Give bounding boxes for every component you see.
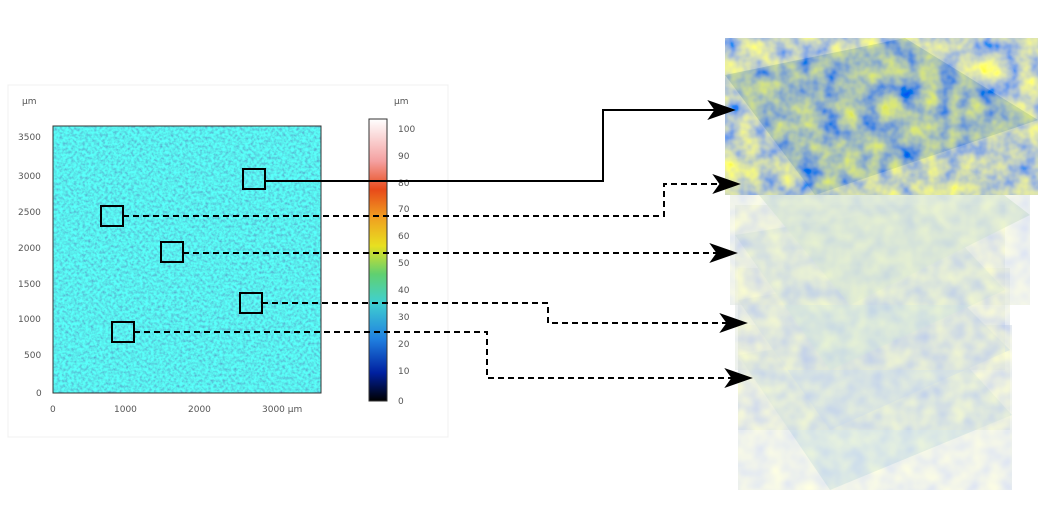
region-1 [242, 168, 266, 190]
colorbar-tick: 80 [398, 179, 410, 189]
colorbar-tick: 70 [398, 205, 410, 215]
colorbar-tick: 10 [398, 367, 410, 377]
connector-4 [262, 302, 748, 333]
colorbar-tick: 30 [398, 313, 410, 323]
map-y-axis: 3500 3000 2500 2000 1500 1000 500 0 [18, 133, 42, 399]
y-tick-label: 3500 [18, 133, 41, 143]
map-x-axis: 0 1000 2000 3000 µm [50, 405, 302, 415]
colorbar-tick: 90 [398, 152, 410, 162]
x-tick-label: 1000 [114, 405, 137, 415]
x-tick-label: 0 [50, 405, 56, 415]
colorbar: µm 100 90 80 70 60 50 40 30 20 10 0 [368, 97, 415, 407]
y-tick-label: 500 [24, 351, 41, 361]
layer-1 [725, 38, 1038, 195]
colorbar-unit: µm [394, 97, 409, 107]
colorbar-tick: 50 [398, 259, 410, 269]
x-tick-label: 3000 µm [262, 405, 302, 415]
colorbar-tick: 60 [398, 232, 410, 242]
y-tick-label: 2000 [18, 244, 41, 254]
y-tick-label: 2500 [18, 208, 41, 218]
colorbar-tick: 100 [398, 125, 415, 135]
layer-stack [725, 38, 1038, 490]
connector-5 [134, 331, 753, 388]
colorbar-tick: 0 [398, 397, 404, 407]
connectors [123, 100, 753, 388]
y-tick-label: 1500 [18, 280, 41, 290]
height-map [52, 125, 322, 394]
connector-2 [123, 174, 741, 217]
y-tick-label: 0 [36, 389, 42, 399]
y-tick-label: 3000 [18, 172, 41, 182]
connector-1 [265, 100, 736, 182]
y-tick-label: 1000 [18, 315, 41, 325]
map-y-unit: µm [22, 97, 37, 107]
colorbar-tick: 20 [398, 340, 410, 350]
colorbar-tick: 40 [398, 286, 410, 296]
x-tick-label: 2000 [188, 405, 211, 415]
